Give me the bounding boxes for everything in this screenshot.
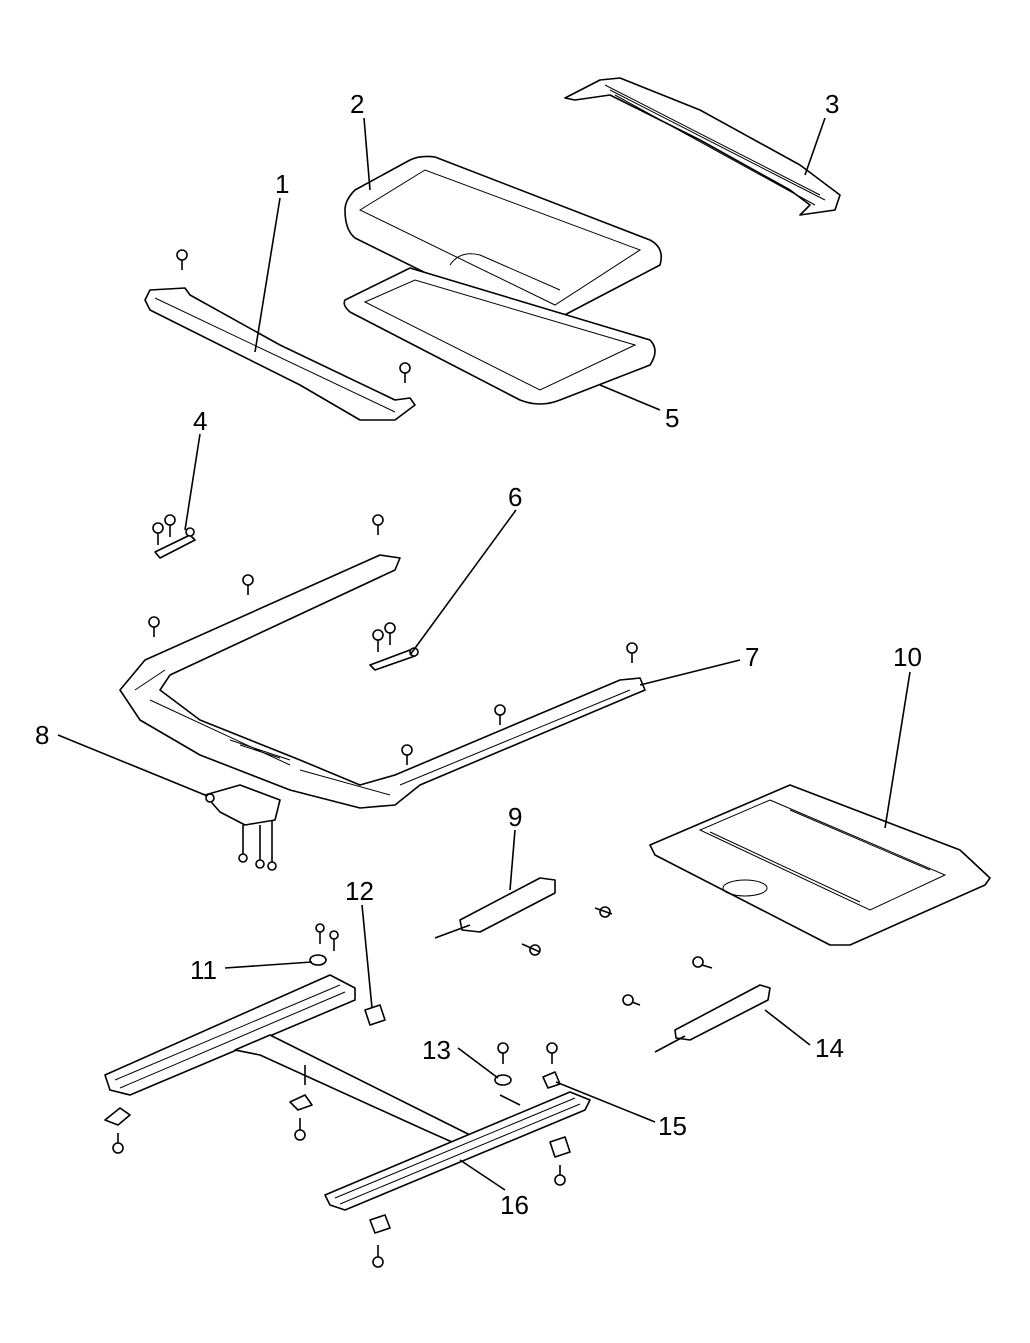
part-14-guide	[622, 956, 771, 1053]
callout-4: 4	[193, 406, 207, 436]
part-10-sunshade	[649, 784, 991, 946]
part-3-deflector	[564, 77, 841, 216]
sunroof-frame	[119, 514, 646, 809]
part-5-seal	[343, 267, 656, 405]
callout-8: 8	[35, 720, 49, 750]
callout-13: 13	[422, 1035, 451, 1065]
callout-12: 12	[345, 876, 374, 906]
callout-15: 15	[658, 1111, 687, 1141]
callout-6: 6	[508, 482, 522, 512]
drain-frame	[104, 923, 591, 1268]
part-4-bracket	[152, 514, 196, 559]
part-2-glass-panel	[344, 155, 663, 326]
callout-16: 16	[500, 1190, 529, 1220]
part-8-motor	[204, 784, 281, 871]
part-6-bracket	[369, 622, 419, 671]
callout-1: 1	[275, 169, 289, 199]
callout-10: 10	[893, 642, 922, 672]
callout-2: 2	[350, 89, 364, 119]
part-1-front-trim	[144, 249, 416, 421]
callout-7: 7	[745, 642, 759, 672]
callout-3: 3	[825, 89, 839, 119]
callout-11: 11	[190, 955, 217, 985]
callout-labels: 1 2 3 4 5 6 7 8 9 10 11 12 13 14 15 16	[35, 89, 922, 1220]
callout-14: 14	[815, 1033, 844, 1063]
callout-9: 9	[508, 802, 522, 832]
leader-lines	[57, 117, 911, 1191]
part-9-guide	[434, 877, 613, 956]
callout-5: 5	[665, 403, 679, 433]
